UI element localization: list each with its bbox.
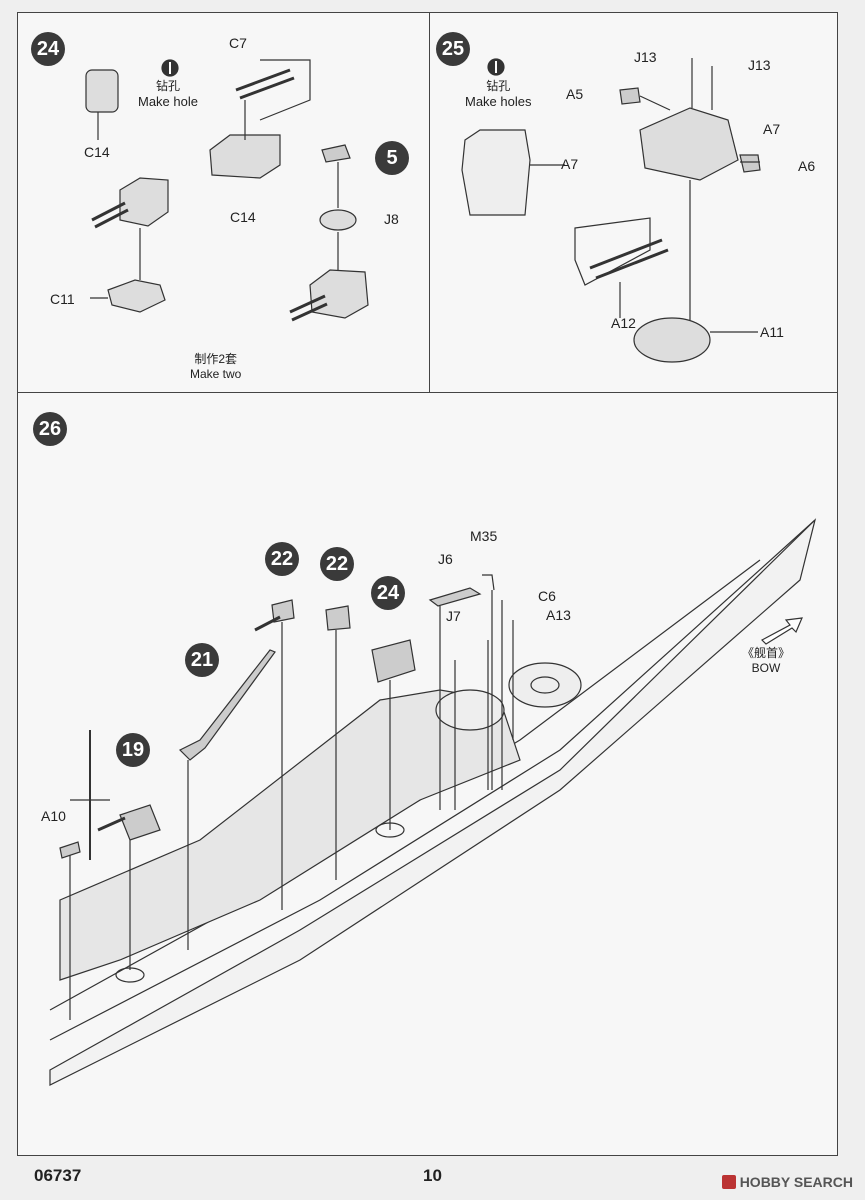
- make-two-en: Make two: [190, 367, 242, 381]
- part-c14-bottom-label: C14: [230, 209, 256, 225]
- j6-part: [428, 587, 482, 607]
- drill-label-en: Make holes: [465, 94, 532, 109]
- part-c6-label: C6: [538, 588, 556, 604]
- j8-ring: [319, 209, 357, 231]
- step-ref-22-b: 22: [320, 547, 354, 581]
- part-a12-label: A12: [611, 315, 636, 331]
- part-a7-left-label: A7: [561, 156, 579, 172]
- part-j8-label: J8: [384, 211, 399, 227]
- part-a10-label: A10: [41, 808, 66, 824]
- turret-24: [309, 269, 369, 319]
- a7-turret: [639, 107, 739, 181]
- step-ref-21: 21: [185, 643, 219, 677]
- watermark-text: HOBBY SEARCH: [739, 1174, 853, 1190]
- bow-label-cn: 《舰首》: [742, 646, 791, 660]
- make-two-caption: 制作2套 Make two: [190, 352, 241, 382]
- bow-arrow-icon: [761, 617, 803, 645]
- page-number: 10: [423, 1166, 442, 1185]
- part-j6-label: J6: [438, 551, 453, 567]
- part-a13-label: A13: [546, 607, 571, 623]
- m35-part: [482, 574, 495, 591]
- watermark: HOBBY SEARCH: [721, 1174, 853, 1190]
- hobby-search-logo-icon: [721, 1175, 736, 1189]
- c11-base: [107, 279, 166, 313]
- make-two-cn: 制作2套: [194, 352, 238, 366]
- step-ref-19: 19: [116, 733, 150, 767]
- bow-label-en: BOW: [751, 661, 781, 675]
- part-j7-label: J7: [446, 608, 461, 624]
- drill-caption-25: 钻孔 Make holes: [465, 79, 531, 109]
- drill-label-cn: 钻孔: [155, 79, 180, 93]
- part-a11-label: A11: [760, 324, 784, 340]
- c14-plate: [85, 69, 119, 113]
- part-a5-label: A5: [566, 86, 584, 102]
- step-number-25: 25: [436, 32, 470, 66]
- part-c11-label: C11: [50, 291, 75, 307]
- drill-label-en: Make hole: [138, 94, 198, 109]
- step-number-24: 24: [31, 32, 65, 66]
- step-ref-5: 5: [375, 141, 409, 175]
- drill-label-cn: 钻孔: [486, 79, 511, 93]
- part-j13-right-label: J13: [748, 57, 771, 73]
- turret-ring-b: [435, 689, 505, 731]
- part-c7-label: C7: [229, 35, 247, 51]
- turret-ring-a: [508, 662, 582, 708]
- part-a7-right-label: A7: [763, 121, 781, 137]
- step-number-26: 26: [33, 412, 67, 446]
- a7-part-left: [461, 129, 531, 216]
- step-ref-24: 24: [371, 576, 405, 610]
- a11-base: [633, 317, 711, 363]
- drill-caption-24: 钻孔 Make hole: [138, 79, 198, 109]
- part-a6-label: A6: [798, 158, 816, 174]
- c14-body: [209, 134, 281, 179]
- part-m35-label: M35: [470, 528, 498, 544]
- product-code: 06737: [34, 1166, 82, 1185]
- step-ref-22-a: 22: [265, 542, 299, 576]
- part-j13-left-label: J13: [634, 49, 657, 65]
- bow-caption: 《舰首》 BOW: [742, 646, 790, 676]
- turret-24-left: [119, 177, 169, 227]
- part-c14-top-label: C14: [84, 144, 110, 160]
- ship-hull: [49, 518, 817, 1086]
